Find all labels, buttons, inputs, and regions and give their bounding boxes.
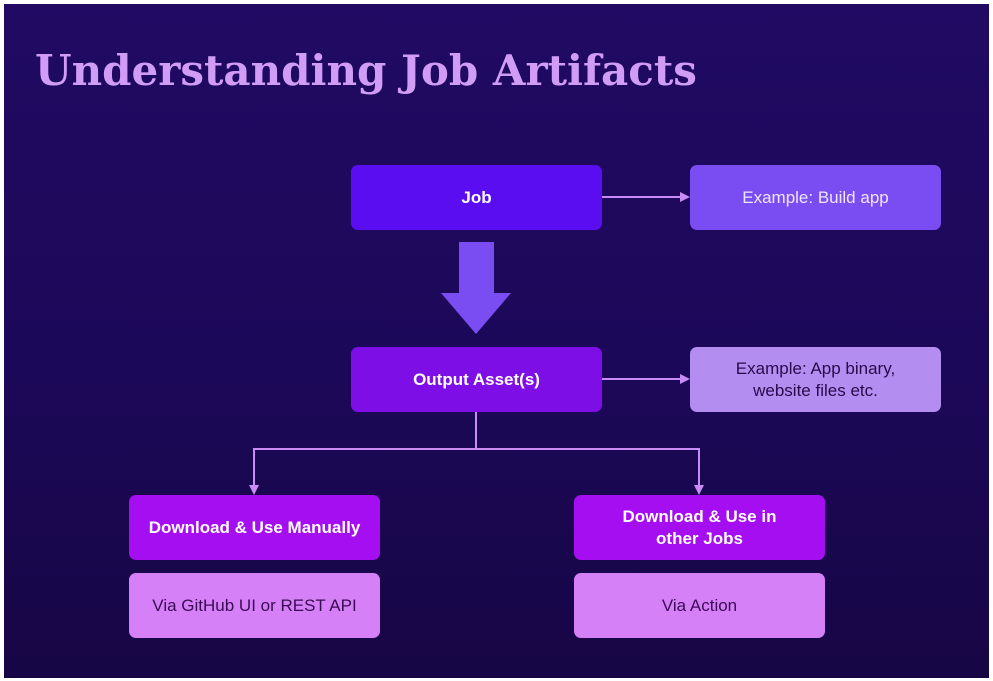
download-jobs-detail-label: Via Action xyxy=(661,595,738,615)
job-example-box: Example: Build app xyxy=(690,165,941,230)
download-manual-detail-label: Via GitHub UI or REST API xyxy=(152,595,357,615)
output-example-box: Example: App binary, website files etc. xyxy=(690,347,941,412)
output-example-label: Example: App binary, website files etc. xyxy=(735,359,896,400)
output-box: Output Asset(s) xyxy=(351,347,602,412)
output-label: Output Asset(s) xyxy=(413,369,540,389)
download-jobs-box: Download & Use in other Jobs xyxy=(574,495,825,560)
download-manual-label: Download & Use Manually xyxy=(148,517,361,537)
job-label: Job xyxy=(461,187,492,207)
diagram-connectors xyxy=(249,192,704,495)
download-manual-box: Download & Use Manually xyxy=(129,495,380,560)
download-jobs-label: Download & Use in other Jobs xyxy=(622,507,777,548)
download-manual-detail-box: Via GitHub UI or REST API xyxy=(129,573,380,638)
slide: Understanding Job Artifacts Job Example:… xyxy=(4,4,989,678)
job-to-output-arrow xyxy=(441,242,511,334)
job-box: Job xyxy=(351,165,602,230)
slide-title: Understanding Job Artifacts xyxy=(35,46,697,95)
job-example-label: Example: Build app xyxy=(742,187,889,207)
download-jobs-detail-box: Via Action xyxy=(574,573,825,638)
